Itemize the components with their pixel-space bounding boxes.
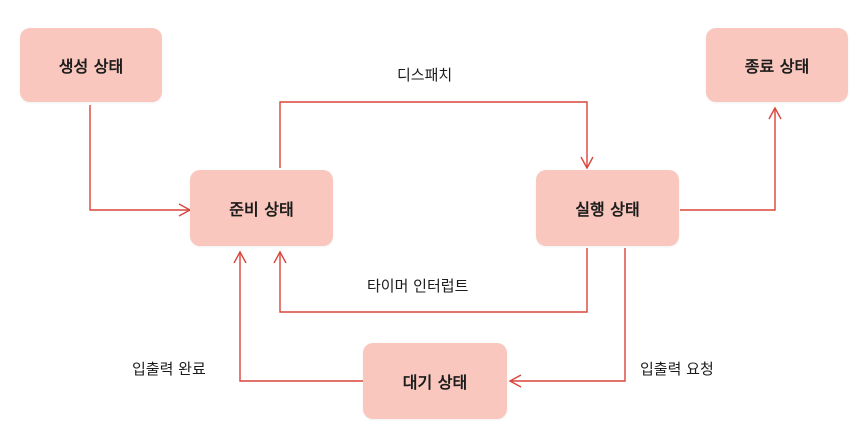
label-timer-interrupt: 타이머 인터럽트	[367, 277, 469, 295]
arrow-io-request	[508, 248, 626, 388]
node-ready-state: 준비 상태	[190, 170, 333, 246]
node-waiting-state: 대기 상태	[363, 343, 507, 419]
arrow-io-complete	[233, 250, 365, 382]
label-io-request: 입출력 요청	[640, 360, 714, 378]
arrow-timer-interrupt	[273, 248, 588, 313]
node-terminated-state: 종료 상태	[706, 28, 848, 102]
arrow-created-to-ready	[89, 105, 192, 217]
arrow-dispatch	[279, 101, 594, 170]
node-running-state: 실행 상태	[536, 170, 679, 246]
label-io-complete: 입출력 완료	[132, 360, 206, 378]
node-created-state: 생성 상태	[20, 28, 162, 102]
label-dispatch: 디스패치	[397, 66, 453, 84]
arrow-running-to-terminated	[680, 106, 782, 211]
